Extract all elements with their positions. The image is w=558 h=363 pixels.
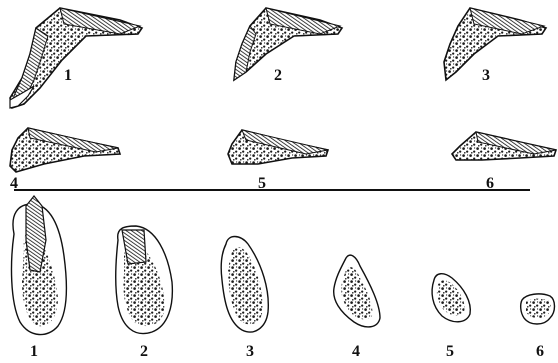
lower-label-2: 2: [140, 343, 148, 360]
cross-section-6: [521, 294, 555, 324]
upper-label-3: 3: [482, 67, 490, 84]
cross-section-2: [116, 226, 173, 334]
lateral-view-3: [444, 8, 546, 80]
lower-label-6: 6: [536, 343, 544, 360]
lateral-view-4: [10, 128, 120, 172]
cross-section-3: [221, 237, 268, 332]
cross-section-4: [334, 255, 380, 327]
cross-section-1: [12, 196, 67, 335]
lower-label-3: 3: [246, 343, 254, 360]
lateral-view-5: [228, 130, 328, 164]
upper-label-1: 1: [64, 67, 72, 84]
lower-label-4: 4: [352, 343, 360, 360]
lateral-view-2: [234, 8, 342, 80]
cross-section-5: [432, 274, 470, 322]
lower-label-5: 5: [446, 343, 454, 360]
lower-label-1: 1: [30, 343, 38, 360]
upper-label-2: 2: [274, 67, 282, 84]
lateral-view-1: [10, 8, 142, 108]
lateral-view-6: [452, 132, 556, 160]
